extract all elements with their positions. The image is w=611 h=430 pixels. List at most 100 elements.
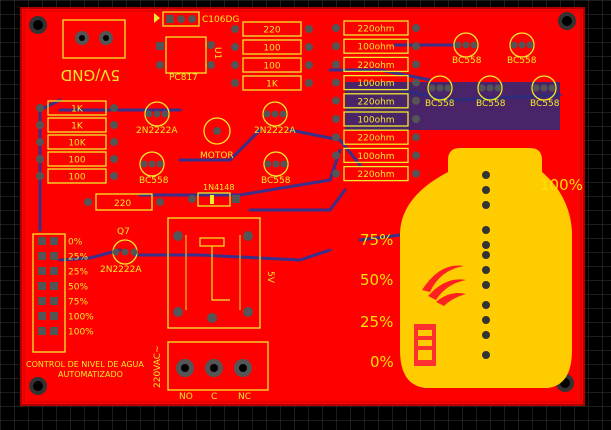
ac-connector-pads[interactable] <box>176 359 252 377</box>
resistor-top-1-pad-a[interactable] <box>231 43 239 51</box>
resistor-top-0-pad-a[interactable] <box>231 25 239 33</box>
resistor-right-2-pad-b[interactable] <box>412 60 420 69</box>
transistor-0-pin[interactable] <box>145 110 153 118</box>
tank-pad[interactable] <box>482 281 490 289</box>
optocoupler-pads[interactable] <box>156 41 215 69</box>
tank-pad[interactable] <box>482 351 490 359</box>
header-pin[interactable] <box>50 267 58 275</box>
resistor-left-0-pad-b[interactable] <box>110 104 118 112</box>
resistor-left-2-pad-a[interactable] <box>36 138 44 146</box>
relay-pads[interactable] <box>173 231 253 323</box>
transistor-1-pin[interactable] <box>271 110 279 118</box>
header-pin[interactable] <box>38 327 46 335</box>
transistor-4-pin[interactable] <box>454 41 462 49</box>
resistor-left-4-pad-b[interactable] <box>110 172 118 180</box>
header-pin[interactable] <box>38 312 46 320</box>
transistor-5-pin[interactable] <box>510 41 518 49</box>
header-pin[interactable] <box>38 282 46 290</box>
header-pin[interactable] <box>50 327 58 335</box>
resistor-top-0-pad-b[interactable] <box>305 25 313 33</box>
header-pin[interactable] <box>50 312 58 320</box>
transistor-6-pin[interactable] <box>436 84 444 92</box>
resistor-top-2-pad-a[interactable] <box>231 61 239 69</box>
resistor-right-4-pad-b[interactable] <box>412 96 420 105</box>
resistor-right-8-pad-a[interactable] <box>332 169 340 178</box>
tank-pad[interactable] <box>482 226 490 234</box>
tank-pad[interactable] <box>482 201 490 209</box>
resistor-right-7-pad-a[interactable] <box>332 151 340 160</box>
tank-pad[interactable] <box>482 266 490 274</box>
transistor-3-pin[interactable] <box>280 160 288 168</box>
tank-pad[interactable] <box>482 251 490 259</box>
resistor-right-4-pad-a[interactable] <box>332 96 340 105</box>
transistor-2-pin[interactable] <box>156 160 164 168</box>
tank-sensor-pads[interactable] <box>482 171 490 359</box>
transistor-7-label: BC558 <box>476 99 506 109</box>
diode-pads[interactable] <box>188 195 240 203</box>
resistor-top-2-pad-b[interactable] <box>305 61 313 69</box>
resistor-right-2-pad-a[interactable] <box>332 60 340 69</box>
transistor-8-pin[interactable] <box>548 84 556 92</box>
resistor-right-0-pad-b[interactable] <box>412 24 420 32</box>
power-connector-pads[interactable] <box>75 31 113 45</box>
transistor-2-pin[interactable] <box>140 160 148 168</box>
resistor-top-1-pad-b[interactable] <box>305 43 313 51</box>
transistor-0-pin[interactable] <box>161 110 169 118</box>
header-pin[interactable] <box>50 237 58 245</box>
tank-pad[interactable] <box>482 316 490 324</box>
resistor-right-6-pad-b[interactable] <box>412 133 420 142</box>
transistor-8-pin[interactable] <box>540 84 548 92</box>
resistor-right-0-pad-a[interactable] <box>332 24 340 32</box>
resistor-right-6-pad-a[interactable] <box>332 133 340 142</box>
resistor-right-3-pad-b[interactable] <box>412 78 420 87</box>
tank-pad[interactable] <box>482 186 490 194</box>
transistor-7-pin[interactable] <box>478 84 486 92</box>
resistor-top-3-pad-a[interactable] <box>231 79 239 87</box>
transistor-4-pin[interactable] <box>470 41 478 49</box>
transistor-4-pin[interactable] <box>462 41 470 49</box>
header-pin[interactable] <box>50 282 58 290</box>
optocoupler-label: PC817 <box>169 73 198 83</box>
scr-pads[interactable] <box>166 15 196 23</box>
resistor-right-3-pad-a[interactable] <box>332 78 340 87</box>
resistor-top-3-pad-b[interactable] <box>305 79 313 87</box>
tank-pad[interactable] <box>482 301 490 309</box>
transistor-7-pin[interactable] <box>486 84 494 92</box>
header-pin[interactable] <box>38 297 46 305</box>
transistor-2-pin[interactable] <box>148 160 156 168</box>
tank-pad[interactable] <box>482 241 490 249</box>
resistor-right-7-pad-b[interactable] <box>412 151 420 160</box>
transistor-6-pin[interactable] <box>428 84 436 92</box>
resistor-left-3-pad-a[interactable] <box>36 155 44 163</box>
resistor-right-5-pad-b[interactable] <box>412 115 420 123</box>
transistor-0: 2N2222A <box>136 101 178 136</box>
tank-pad[interactable] <box>482 331 490 339</box>
resistor-left-0-pad-a[interactable] <box>36 104 44 112</box>
resistor-right-8-pad-b[interactable] <box>412 169 420 178</box>
transistor-5-pin[interactable] <box>518 41 526 49</box>
resistor-left-4-pad-a[interactable] <box>36 172 44 180</box>
resistor-left-3-pad-b[interactable] <box>110 155 118 163</box>
resistor-right-1-pad-b[interactable] <box>412 42 420 51</box>
transistor-8-pin[interactable] <box>532 84 540 92</box>
header-pin[interactable] <box>50 252 58 260</box>
resistor-left-1-pad-a[interactable] <box>36 121 44 129</box>
header-pin[interactable] <box>38 267 46 275</box>
resistor-right-1-pad-a[interactable] <box>332 42 340 51</box>
transistor-3-pin[interactable] <box>272 160 280 168</box>
transistor-1-pin[interactable] <box>279 110 287 118</box>
resistor-left-1-pad-b[interactable] <box>110 121 118 129</box>
tank-pad[interactable] <box>482 171 490 179</box>
header-pin[interactable] <box>38 252 46 260</box>
resistor-right-5-pad-a[interactable] <box>332 115 340 123</box>
resistor-left-2-pad-b[interactable] <box>110 138 118 146</box>
header-pin[interactable] <box>38 237 46 245</box>
transistor-0-pin[interactable] <box>153 110 161 118</box>
transistor-3-pin[interactable] <box>264 160 272 168</box>
transistor-6-pin[interactable] <box>444 84 452 92</box>
transistor-7-pin[interactable] <box>494 84 502 92</box>
transistor-5-pin[interactable] <box>526 41 534 49</box>
transistor-1-pin[interactable] <box>263 110 271 118</box>
header-pin[interactable] <box>50 297 58 305</box>
transistor-0-label: 2N2222A <box>136 126 178 136</box>
